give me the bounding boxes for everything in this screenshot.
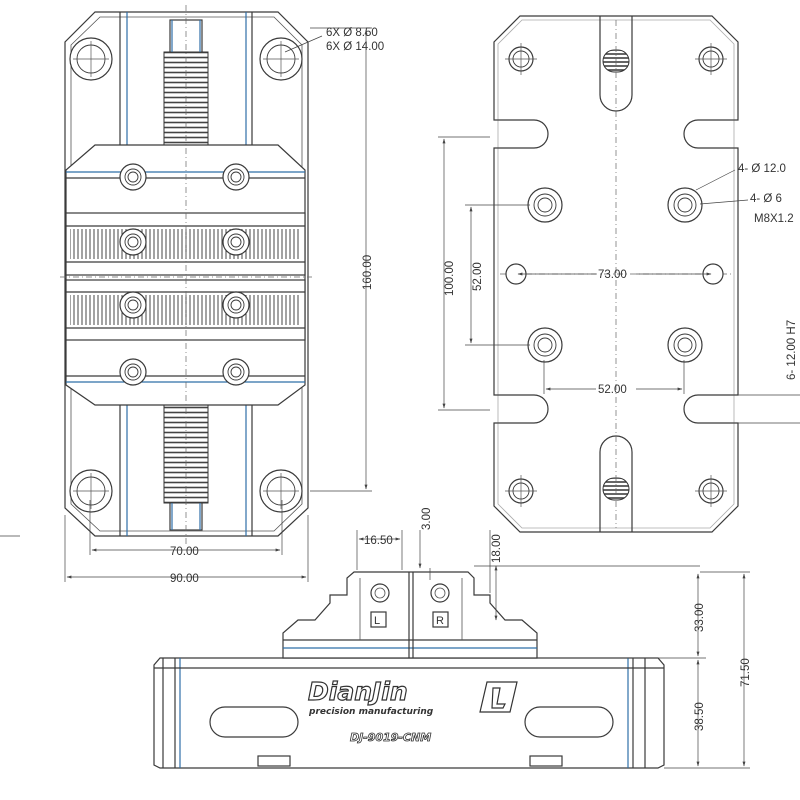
jaw-screw-hole (119, 163, 147, 191)
thread-callout: M8X1.2 (754, 213, 794, 225)
jaw-screw-hole (119, 291, 147, 319)
mounting-hole (69, 469, 113, 513)
plate-bore-hole (505, 43, 537, 75)
base-plate-holes (505, 43, 727, 507)
jaw-screw-hole (222, 228, 250, 256)
dim-total-71-5: 71.50 (740, 658, 752, 687)
dim-slot-73: 73.00 (598, 269, 627, 281)
vise-front-view-dimensions: 16.50 3.00 18.00 33.00 38.50 71.50 (356, 508, 752, 769)
dim-height-100: 100.00 (444, 261, 456, 296)
dim-width-90: 90.00 (170, 573, 199, 585)
jaw-screw-hole (119, 358, 147, 386)
vise-top-view-dimensions: 6X Ø 8.50 6X Ø 14.00 160.00 70.00 90.00 (0, 27, 384, 585)
model-number: DJ-9019-CNM (350, 731, 431, 744)
dim-holes-52: 52.00 (598, 384, 627, 396)
mounting-hole (259, 37, 303, 81)
vise-front-view: L R DianJin precision manufacturing DJ-9… (153, 571, 665, 769)
dim-gap-3: 3.00 (421, 508, 433, 530)
base-plate-dimensions: 4- Ø 12.0 4- Ø 6 M8X1.2 100.00 52.00 73.… (438, 136, 800, 424)
jaw-label-left: L (374, 615, 380, 627)
jaw-label-right: R (436, 615, 444, 627)
vise-top-view (60, 5, 312, 545)
bore-callout: 6- 12.00 H7 (786, 320, 798, 380)
mounting-hole (259, 469, 303, 513)
threaded-counterbore-hole (527, 327, 563, 363)
plate-bore-hole (505, 475, 537, 507)
threaded-counterbore-hole (667, 187, 703, 223)
brand-name: DianJin (308, 677, 408, 706)
hole-callout-1: 6X Ø 8.50 (326, 27, 378, 39)
base-plate-view (493, 15, 739, 533)
vise-top-view-holes (69, 37, 303, 513)
jaw-screw-hole (222, 291, 250, 319)
jaw-screw-hole (222, 358, 250, 386)
dim-lower-38-5: 38.50 (694, 702, 706, 731)
thread-diameter-callout: 4- Ø 6 (750, 193, 782, 205)
dim-height-160: 160.00 (362, 255, 374, 290)
threaded-counterbore-hole (667, 327, 703, 363)
brand-logo-icon (479, 681, 518, 713)
dim-height-52: 52.00 (472, 262, 484, 291)
jaw-screw-hole (222, 163, 250, 191)
jaw-screw-hole (119, 228, 147, 256)
threaded-counterbore-hole (527, 187, 563, 223)
hole-callout-2: 6X Ø 14.00 (326, 41, 384, 53)
plate-bore-hole (695, 475, 727, 507)
counterbore-callout: 4- Ø 12.0 (738, 163, 786, 175)
plate-bore-hole (695, 43, 727, 75)
mounting-hole (69, 37, 113, 81)
dim-jaw-16-5: 16.50 (364, 535, 393, 547)
dim-step-18: 18.00 (491, 534, 503, 563)
dim-width-70: 70.00 (170, 546, 199, 558)
dim-upper-33: 33.00 (694, 603, 706, 632)
brand-tagline: precision manufacturing (308, 707, 434, 717)
